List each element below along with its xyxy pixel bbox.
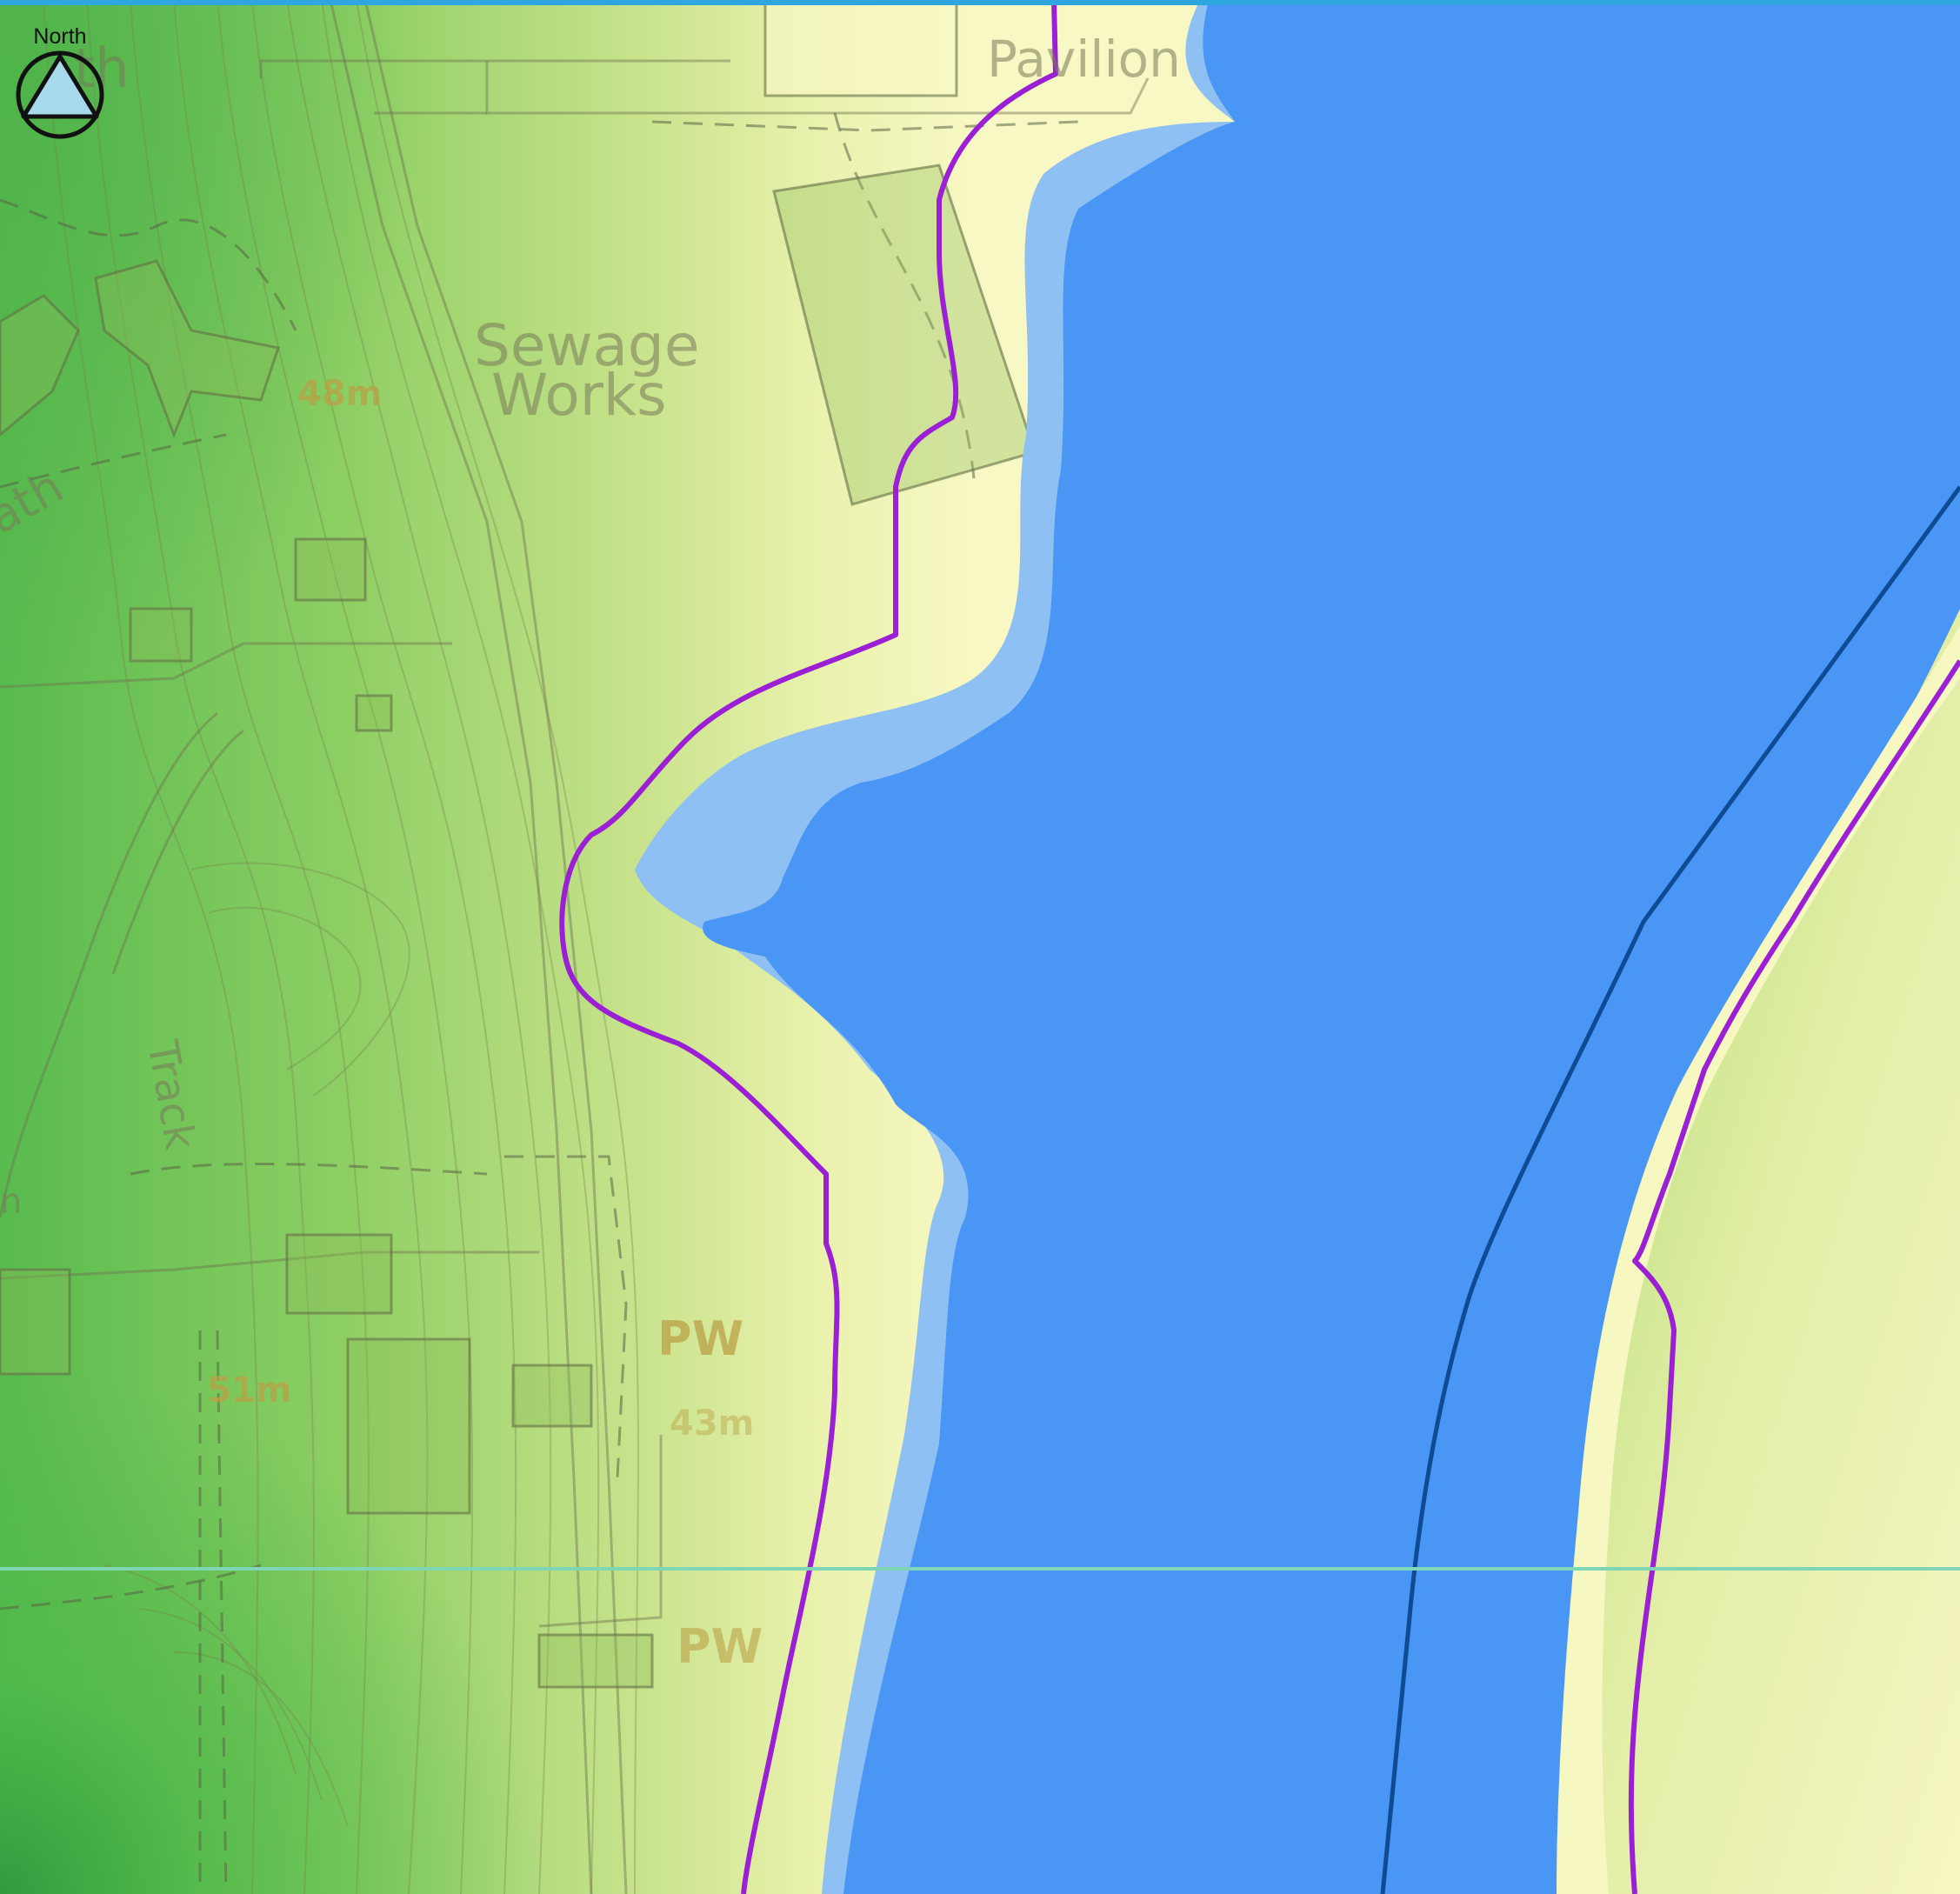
north-arrow-icon <box>16 50 104 139</box>
label-height-43: 43m <box>670 1404 754 1444</box>
map-features <box>0 0 1150 1894</box>
hill-shading-bottomleft <box>0 1304 609 1894</box>
label-sewage: Sewage <box>474 312 699 379</box>
contour-lines-left <box>43 0 639 1894</box>
hill-shading-topleft <box>0 0 609 870</box>
label-edge-fragment: n <box>0 1182 22 1222</box>
north-arrow: North <box>14 24 106 146</box>
flood-boundary-right <box>1628 659 1960 1894</box>
buildings <box>0 0 1941 1689</box>
right-bank-land <box>1562 609 1960 1894</box>
label-pw-upper: PW <box>657 1311 743 1366</box>
river-deep <box>703 0 1960 1894</box>
label-height-48: 48m <box>297 374 382 414</box>
label-height-51: 51m <box>207 1370 291 1410</box>
north-label: North <box>33 24 87 49</box>
channel-line <box>1380 485 1960 1894</box>
label-pw-lower: PW <box>677 1619 763 1674</box>
dashed-paths <box>0 112 1079 1894</box>
top-bar <box>0 0 1960 5</box>
flood-boundary-left <box>559 0 1058 1894</box>
label-works: Works <box>491 362 667 429</box>
label-pavilion: Pavilion <box>987 30 1181 89</box>
